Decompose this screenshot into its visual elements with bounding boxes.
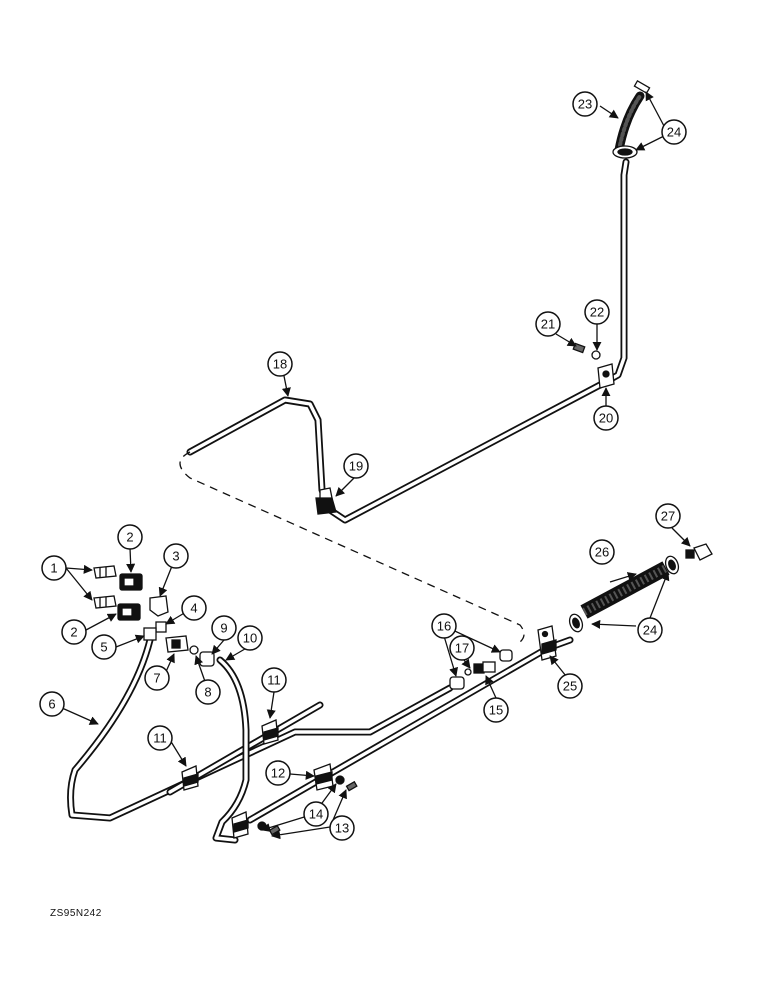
nut-22 [591, 350, 601, 360]
callout-11-upper: 11 [261, 667, 287, 693]
callout-24-bottom: 24 [637, 617, 663, 643]
clamp-11-b [181, 765, 199, 791]
callout-3: 3 [163, 543, 189, 569]
valve-2-upper [119, 573, 143, 591]
callout-10: 10 [237, 625, 263, 651]
callout-22: 22 [584, 299, 610, 325]
callout-11-lower: 11 [147, 725, 173, 751]
svg-text:24: 24 [667, 125, 681, 140]
callout-9: 9 [211, 615, 237, 641]
svg-text:6: 6 [48, 697, 55, 712]
hose-clamp-24-top [612, 145, 638, 159]
fitting-5 [143, 627, 157, 641]
callout-20: 20 [593, 405, 619, 431]
clip-20 [597, 363, 615, 389]
fitting-17 [464, 661, 496, 676]
hose-clamp-24-right [664, 555, 680, 575]
svg-text:14: 14 [309, 807, 323, 822]
washer-8 [189, 645, 199, 655]
tube-10 [212, 656, 250, 844]
callout-17: 17 [449, 635, 475, 661]
valve-2-lower [117, 603, 141, 621]
svg-text:24: 24 [643, 623, 657, 638]
svg-text:5: 5 [100, 640, 107, 655]
callout-5: 5 [91, 634, 117, 660]
svg-text:9: 9 [220, 621, 227, 636]
svg-text:10: 10 [243, 631, 257, 646]
svg-text:17: 17 [455, 641, 469, 656]
callout-21: 21 [535, 311, 561, 337]
callout-16: 16 [431, 613, 457, 639]
elbow-3 [149, 595, 169, 617]
tube-assembly-18 [186, 158, 630, 524]
svg-text:4: 4 [190, 601, 197, 616]
callout-6: 6 [39, 691, 65, 717]
svg-text:15: 15 [489, 703, 503, 718]
callout-7: 7 [144, 665, 170, 691]
callout-27: 27 [655, 503, 681, 529]
leader-lines [61, 91, 691, 840]
elbow-fitting-27 [685, 543, 713, 561]
svg-text:21: 21 [541, 317, 555, 332]
svg-text:11: 11 [153, 731, 167, 746]
svg-text:1: 1 [50, 561, 57, 576]
adapter-4 [155, 621, 167, 633]
clamp-12-lower [231, 811, 249, 839]
svg-text:25: 25 [563, 679, 577, 694]
nipple-1-lower [93, 595, 117, 609]
svg-text:19: 19 [349, 459, 363, 474]
svg-text:2: 2 [126, 530, 133, 545]
svg-text:16: 16 [437, 619, 451, 634]
svg-text:11: 11 [267, 673, 281, 688]
svg-text:18: 18 [273, 357, 287, 372]
bracket-25 [537, 625, 557, 661]
callout-15: 15 [483, 697, 509, 723]
callout-26: 26 [589, 539, 615, 565]
svg-text:26: 26 [595, 545, 609, 560]
fitting-16 [449, 649, 513, 690]
bolt-13 [268, 780, 358, 836]
figure-code: ZS95N242 [50, 908, 102, 919]
nut-9 [199, 651, 215, 667]
callout-13: 13 [329, 815, 355, 841]
union-7 [165, 635, 189, 653]
svg-text:23: 23 [578, 97, 592, 112]
callout-14: 14 [303, 801, 329, 827]
svg-text:2: 2 [70, 625, 77, 640]
svg-text:27: 27 [661, 509, 675, 524]
svg-text:13: 13 [335, 821, 349, 836]
callout-2-lower: 2 [61, 619, 87, 645]
callout-18: 18 [267, 351, 293, 377]
svg-text:12: 12 [271, 766, 285, 781]
clamp-12 [313, 763, 334, 791]
svg-text:8: 8 [204, 685, 211, 700]
clamp-11-a [261, 719, 279, 745]
callout-19: 19 [343, 453, 369, 479]
callout-2-upper: 2 [117, 524, 143, 550]
hose-clamp-24-upper [633, 80, 651, 94]
hose-clamp-24-left [568, 613, 584, 633]
hose-26 [580, 561, 670, 619]
callout-1: 1 [41, 555, 67, 581]
callout-12: 12 [265, 760, 291, 786]
svg-text:22: 22 [590, 305, 604, 320]
callout-23: 23 [572, 91, 598, 117]
svg-text:3: 3 [172, 549, 179, 564]
fill-hose-23 [614, 91, 645, 155]
svg-text:20: 20 [599, 411, 613, 426]
connection-line [179, 451, 525, 643]
callout-24-top: 24 [661, 119, 687, 145]
callout-4: 4 [181, 595, 207, 621]
clip-19 [315, 487, 337, 515]
svg-text:7: 7 [153, 671, 160, 686]
nipple-1-upper [93, 565, 117, 579]
callout-8: 8 [195, 679, 221, 705]
callout-25: 25 [557, 673, 583, 699]
